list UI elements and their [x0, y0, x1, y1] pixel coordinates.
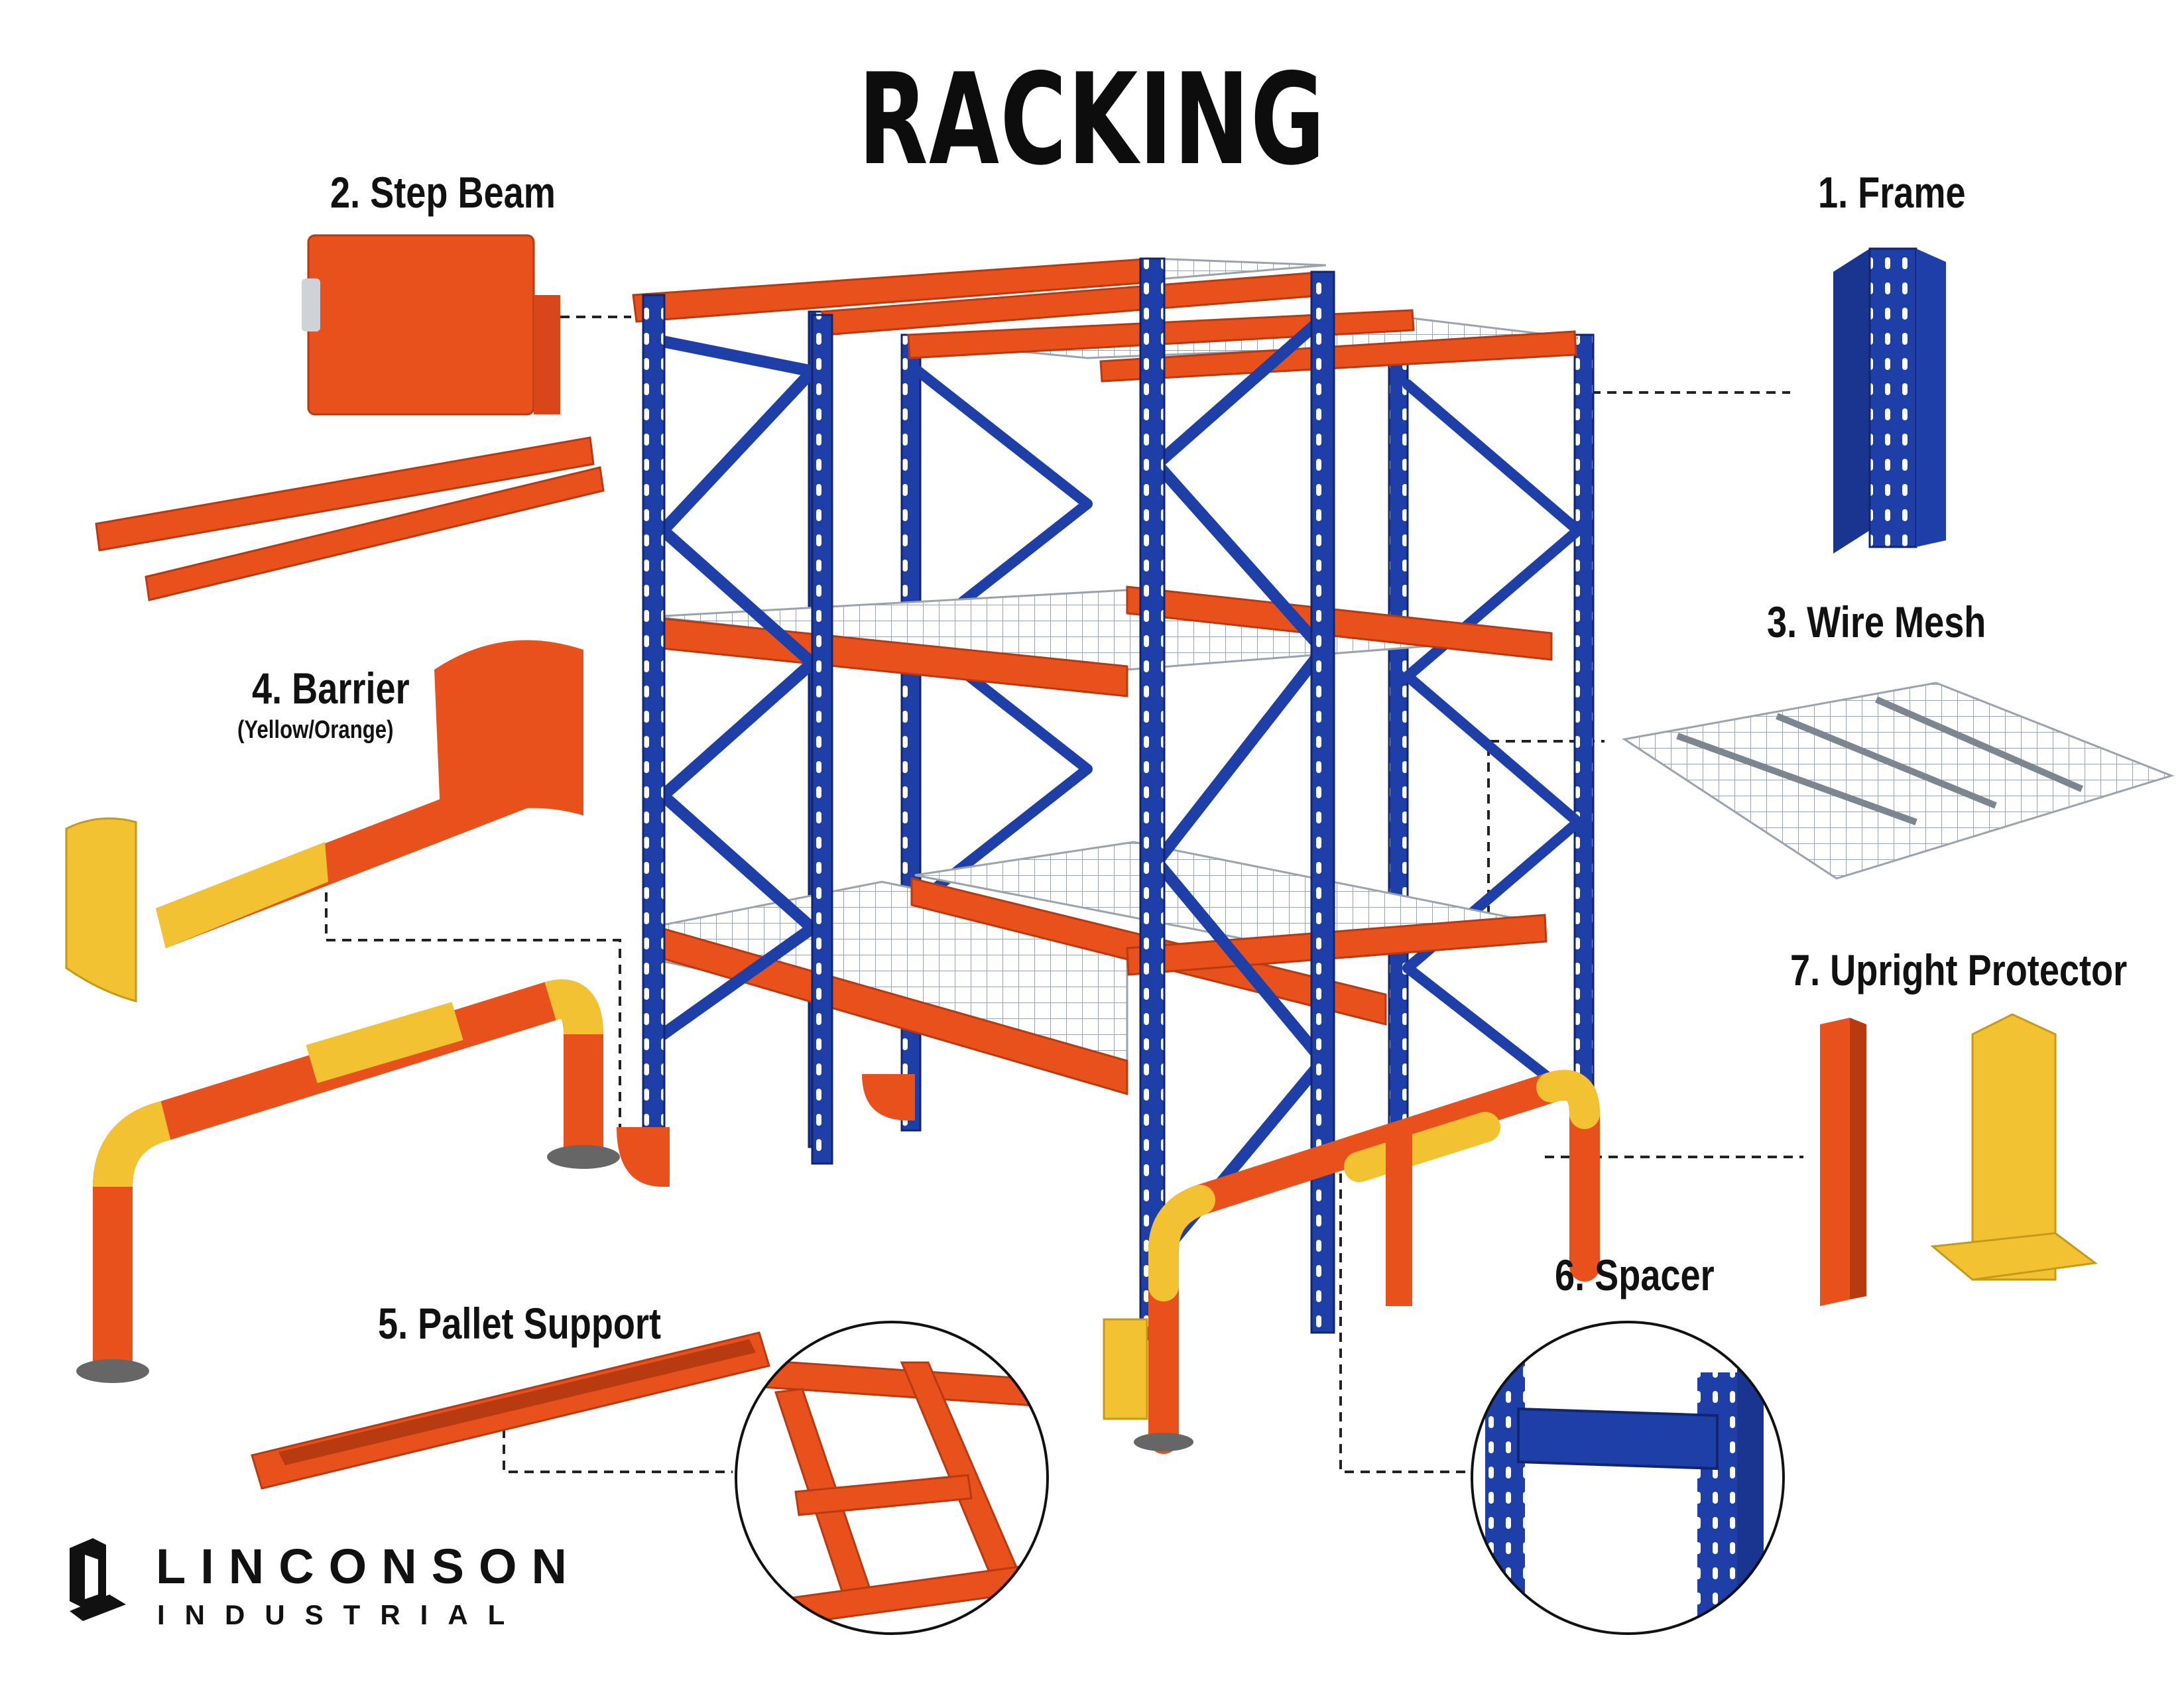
spacer-circle [1471, 1321, 1785, 1635]
upright-back-mid [1388, 317, 1409, 1261]
pallet-support-circle [735, 1321, 1049, 1635]
label-barrier-note: (Yellow/Orange) [237, 716, 394, 744]
page-title: RACKING [858, 46, 1326, 193]
label-barrier: 4. Barrier [252, 664, 410, 713]
upright-back-right [1573, 333, 1595, 1191]
pallet-support-closeup [736, 1322, 1048, 1634]
label-frame: 1. Frame [1818, 168, 1966, 217]
pallet-support-illustration [251, 1331, 770, 1490]
brand-sub: INDUSTRIAL [157, 1599, 525, 1630]
leader-lines [325, 316, 1803, 1473]
frame-illustration [1833, 247, 1946, 554]
upright-front-right-1 [1139, 257, 1166, 1341]
step-beam-illustration [95, 234, 605, 601]
label-pallet-support: 5. Pallet Support [378, 1299, 662, 1348]
rack-upright-protector [1103, 1318, 1148, 1420]
label-wire-mesh: 3. Wire Mesh [1767, 597, 1986, 646]
beam-top-back-2 [1099, 330, 1577, 383]
label-upright-protector: 7. Upright Protector [1790, 945, 2128, 995]
upright-front-left-2 [811, 314, 833, 1165]
rack-assembly [617, 257, 1600, 1454]
leader-barrier [325, 861, 621, 1127]
brand-logo-mark [70, 1538, 126, 1621]
barrier-illustration [65, 640, 620, 1383]
leader-pallet-support [503, 1429, 733, 1473]
wire-mesh-illustration [1622, 682, 2175, 880]
label-spacer: 6. Spacer [1555, 1250, 1715, 1299]
rack-barrier [1148, 1069, 1600, 1454]
label-step-beam: 2. Step Beam [330, 168, 556, 217]
upright-front-left-1 [642, 294, 666, 1178]
brand-name: LINCONSON [156, 1539, 581, 1594]
beam-mid-back [1126, 585, 1553, 661]
upright-protector-illustration [1820, 1013, 2098, 1306]
leader-spacer [1339, 1142, 1472, 1473]
